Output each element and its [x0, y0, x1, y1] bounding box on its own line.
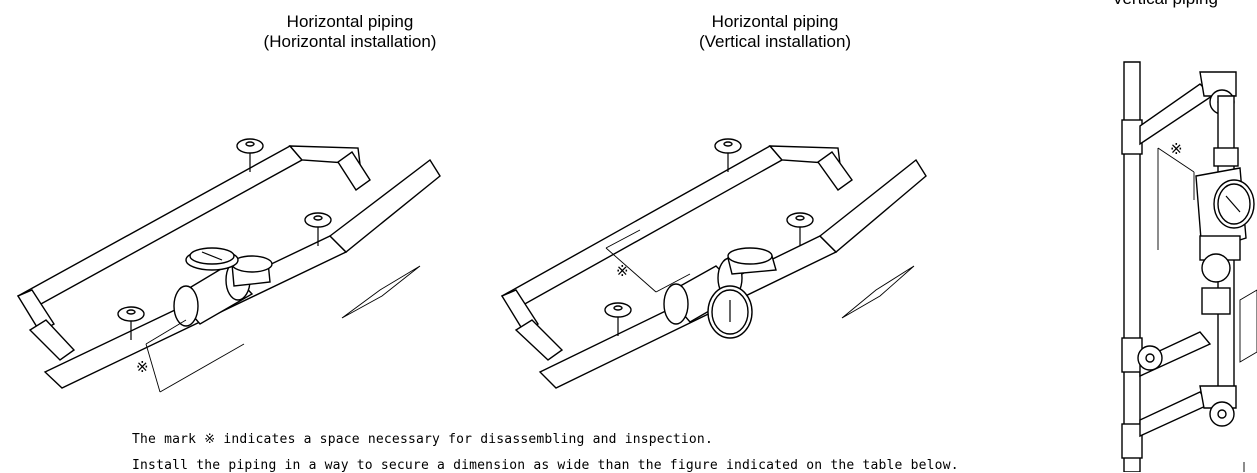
valve-cap: [245, 141, 255, 147]
strainer-top: [727, 247, 773, 265]
valve-cap: [1145, 353, 1155, 363]
dimension-guide: [159, 343, 245, 393]
note-install-piping: Install the piping in a way to secure a …: [132, 458, 959, 473]
valve-cap: [313, 215, 323, 221]
pipe-fitting: [1201, 287, 1231, 315]
floor-plane: [841, 265, 915, 319]
pipe-fitting: [1121, 119, 1143, 155]
valve-cap: [613, 305, 623, 311]
dimension-guide: [145, 319, 187, 345]
bypass-elbow-bottom: [514, 319, 564, 361]
gauge-needle: [201, 251, 223, 261]
pipe-fitting: [1213, 147, 1239, 167]
pipe-fitting: [1121, 423, 1143, 459]
valve-flange: [663, 283, 689, 325]
top-elbow: [1199, 71, 1237, 97]
dimension-line: [1157, 147, 1195, 173]
dimension-line: [145, 343, 161, 393]
bottom-branch: [1139, 391, 1212, 438]
caption-subtitle: (Vertical installation): [698, 32, 852, 51]
figure-horizontal-installation: ※: [16, 138, 441, 393]
valve-cap: [723, 141, 733, 147]
gauge-needle: [1225, 195, 1241, 213]
dimension-line: [605, 247, 657, 293]
caption-title: Horizontal piping: [286, 12, 414, 31]
top-branch: [1139, 83, 1214, 146]
figure-vertical-installation: ※: [500, 138, 927, 389]
strainer-cap: [1201, 253, 1231, 283]
main-pipe-right: [818, 158, 927, 253]
caption-vertical-installation: Horizontal piping (Vertical installation…: [620, 12, 930, 52]
caption-vertical-piping: Vertical piping: [1040, 0, 1257, 9]
dimension-guide: [605, 229, 641, 249]
bypass-drop-right: [817, 151, 853, 191]
bypass-drop-right: [337, 151, 371, 191]
valve-cap: [126, 309, 136, 315]
figure-vertical-piping: ※: [1121, 61, 1257, 472]
caption-title: Horizontal piping: [711, 12, 839, 31]
valve-cap: [795, 215, 805, 221]
floor-plane: [341, 265, 421, 319]
valve-flange: [173, 285, 199, 327]
valve-cap: [1217, 409, 1227, 419]
main-pipe-right: [328, 158, 441, 253]
space-mark: ※: [1170, 140, 1183, 158]
note-space-mark: The mark ※ indicates a space necessary f…: [132, 432, 713, 447]
space-mark: ※: [616, 262, 629, 280]
caption-title: Vertical piping: [1040, 0, 1257, 9]
dimension-guide: [655, 273, 691, 293]
caption-subtitle: (Horizontal installation): [263, 32, 437, 51]
bypass-elbow-bottom: [28, 319, 76, 361]
pressure-gauge-icon: [1217, 183, 1251, 225]
space-mark: ※: [136, 358, 149, 376]
caption-horizontal-installation: Horizontal piping (Horizontal installati…: [195, 12, 505, 52]
wall-plane: [1239, 289, 1257, 363]
